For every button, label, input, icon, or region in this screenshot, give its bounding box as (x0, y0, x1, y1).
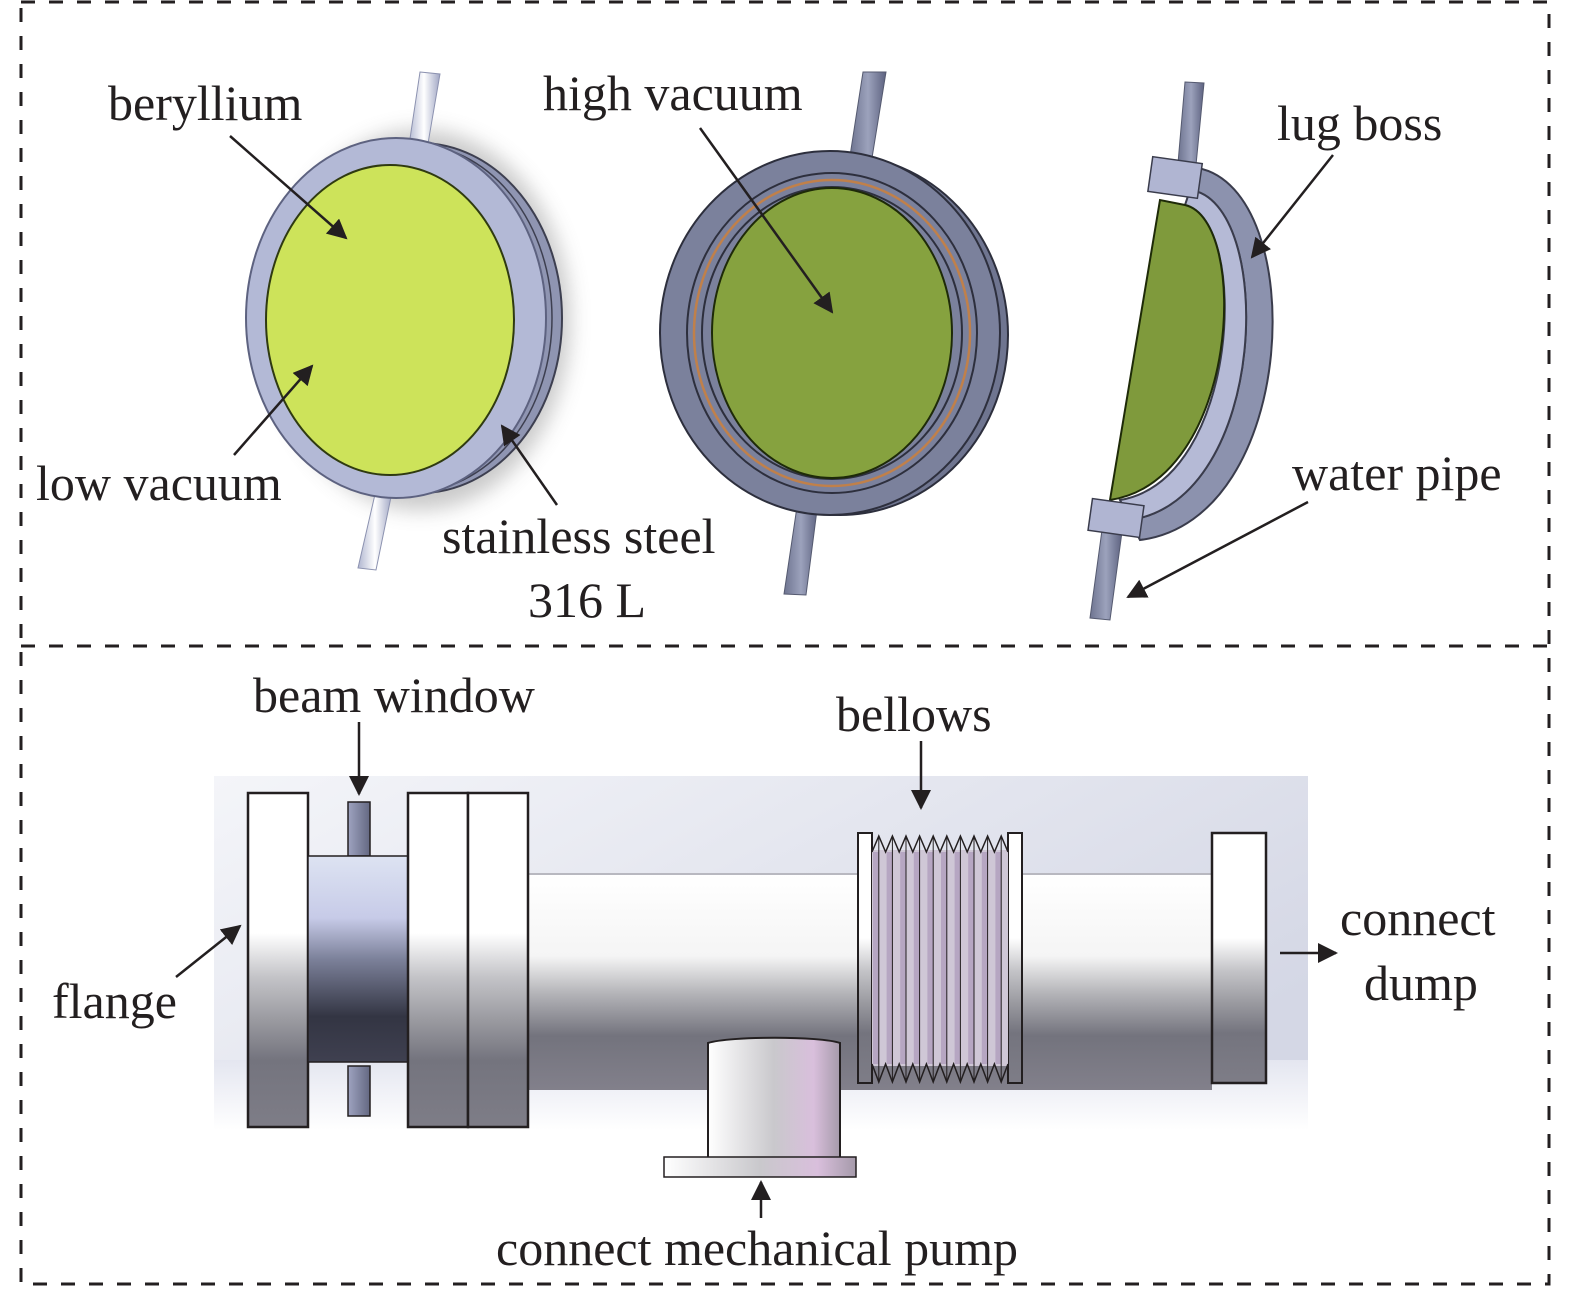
high-vacuum-window-view (659, 71, 1009, 596)
top-annotation-arrows (229, 127, 1334, 599)
label-beryllium: beryllium (108, 75, 303, 131)
pump-port (707, 1036, 841, 1161)
middle-flange-a (406, 791, 470, 1129)
bellows-pleat (941, 852, 947, 1064)
high-vacuum-arrow (698, 127, 834, 314)
bellows-pleat (873, 852, 879, 1064)
low-vacuum-arrow (233, 364, 314, 456)
copper-seal (692, 178, 972, 488)
beam-window-pipe-bottom (347, 1065, 371, 1117)
middle-flange-b (466, 791, 530, 1129)
beryllium-arrow (229, 135, 348, 240)
label-low-vacuum: low vacuum (36, 455, 282, 511)
label-bellows: bellows (836, 686, 992, 742)
flange-arrow (175, 924, 242, 978)
water-pipe-bottom (357, 489, 393, 571)
bellows-assembly (857, 832, 1023, 1085)
beam-line-assembly (214, 776, 1308, 1178)
label-316l: 316 L (528, 572, 646, 628)
bottom-annotation-arrows (175, 722, 1338, 1218)
bellows-pleat (927, 852, 934, 1064)
beam-window-pipe-top (347, 801, 371, 857)
label-flange: flange (52, 973, 177, 1029)
water-pipe-top (1177, 81, 1205, 166)
beryllium-face (265, 164, 515, 476)
right-flange (1210, 831, 1268, 1085)
cut-beryllium-face (1108, 198, 1226, 502)
bellows-pleat (968, 852, 974, 1064)
bellows-pleat (913, 852, 920, 1064)
left-flange (246, 791, 310, 1129)
stainless-steel-arrow (500, 424, 559, 506)
window-section-view (1087, 81, 1274, 621)
frame (19, 0, 1551, 1286)
label-lug-boss: lug boss (1277, 95, 1442, 151)
label-dump: dump (1364, 955, 1478, 1011)
label-connect: connect (1340, 890, 1496, 946)
water-pipe-arrow (1126, 500, 1309, 599)
beam-window-body (307, 855, 409, 1063)
bellows-pleat (981, 852, 988, 1064)
pump-flange (663, 1156, 857, 1178)
bellows-pleat (954, 852, 961, 1064)
label-beam-window: beam window (253, 667, 535, 723)
lug-boss-arrow (1250, 154, 1334, 259)
water-pipe-bottom (1089, 529, 1123, 621)
beryllium-window-front-view (245, 71, 570, 571)
bellows-pleat (900, 852, 906, 1064)
label-water-pipe: water pipe (1292, 445, 1502, 501)
label-stainless-steel: stainless steel (442, 508, 716, 564)
water-pipe-top (849, 71, 887, 159)
bellows-pleat (995, 852, 1002, 1064)
label-connect-mechanical-pump: connect mechanical pump (496, 1220, 1018, 1276)
bellows-pleat (886, 852, 893, 1064)
high-vacuum-face (711, 187, 953, 479)
label-high-vacuum: high vacuum (543, 65, 803, 121)
